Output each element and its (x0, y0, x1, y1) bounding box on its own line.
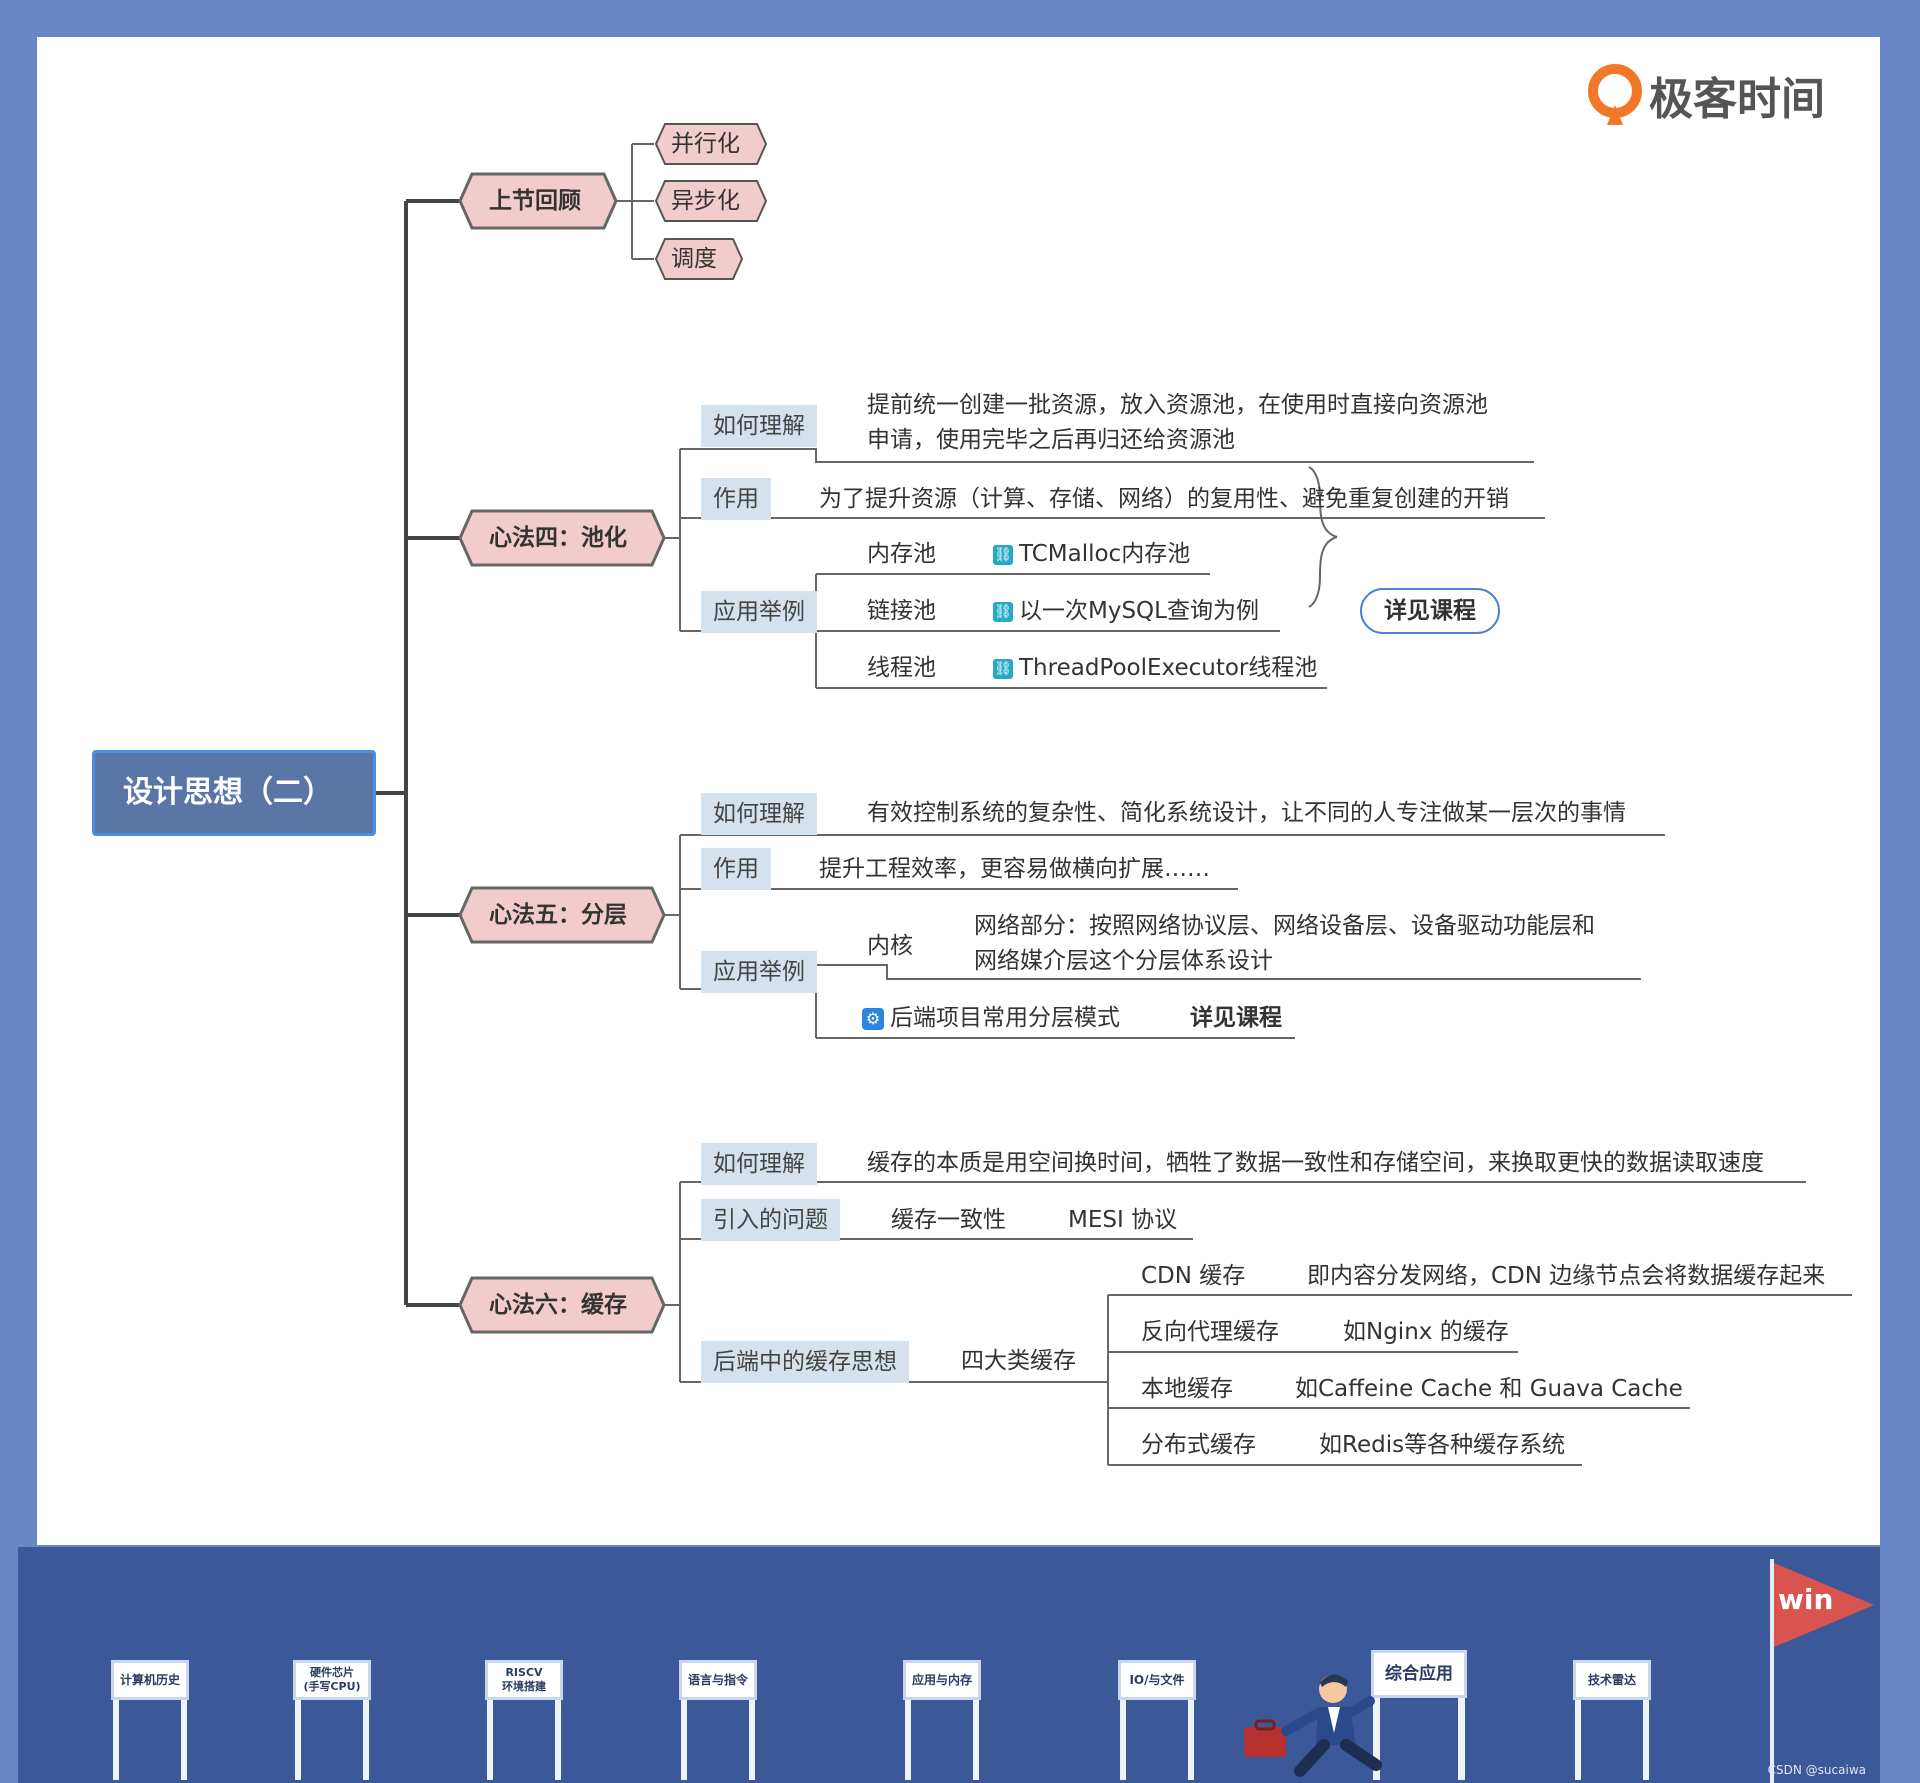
node-cache (458, 1276, 666, 1334)
pool-detail-button[interactable]: 详见课程 (1360, 588, 1500, 634)
roadmap-gate-4-label: 语言与指令 (687, 1673, 748, 1687)
layer-effect-text: 提升工程效率，更容易做横向扩展…… (819, 856, 1210, 882)
node-review-item-2-label: 异步化 (671, 188, 740, 214)
roadmap-gate-3-label: RISCV 环境搭建 (502, 1666, 546, 1693)
node-review-label: 上节回顾 (489, 188, 581, 214)
layer-understand-tag: 如何理解 (701, 793, 817, 835)
win-flag-label: win (1778, 1583, 1834, 1616)
runner-illustration (1244, 1674, 1382, 1777)
mindmap-canvas: 极客时间 (37, 37, 1880, 1545)
cache-kind-4-name: 分布式缓存 (1141, 1432, 1256, 1458)
link-icon: ⛓ (993, 544, 1013, 565)
logo: 极客时间 (1587, 59, 1857, 129)
node-pool-label: 心法四：池化 (489, 525, 627, 551)
root-node: 设计思想（二） (92, 750, 376, 836)
roadmap-band: 计算机历史 硬件芯片 (手写CPU) RISCV 环境搭建 语言与指令 应用与内… (18, 1547, 1880, 1783)
layer-effect-tag: 作用 (701, 848, 771, 890)
roadmap-gate-7-label: 综合应用 (1385, 1664, 1453, 1684)
layer-example-tag: 应用举例 (701, 951, 817, 993)
cache-kind-1-name: CDN 缓存 (1141, 1263, 1246, 1289)
pool-understand-tag: 如何理解 (701, 405, 817, 447)
logo-text: 极客时间 (1649, 74, 1825, 125)
cache-understand-text: 缓存的本质是用空间换时间，牺牲了数据一致性和存储空间，来换取更快的数据读取速度 (867, 1150, 1764, 1176)
pool-example-3-link[interactable]: ⛓ ThreadPoolExecutor线程池 (993, 654, 1317, 682)
roadmap-gate-6-label: IO/与文件 (1129, 1673, 1185, 1687)
pool-example-3-name: 线程池 (867, 655, 936, 681)
node-pool (458, 509, 666, 567)
pool-effect-tag: 作用 (701, 478, 771, 520)
roadmap-gate-5: 应用与内存 (903, 1660, 981, 1780)
link-icon: ⛓ (993, 601, 1013, 622)
roadmap-gate-8: 技术雷达 (1573, 1660, 1651, 1780)
node-layer (458, 886, 666, 944)
node-review-item-3 (654, 238, 744, 280)
connector-lines (376, 143, 1852, 1466)
cache-kind-3-desc: 如Caffeine Cache 和 Guava Cache (1295, 1376, 1683, 1402)
roadmap-gate-1: 计算机历史 (111, 1660, 189, 1780)
node-review-item-2 (654, 180, 768, 222)
cache-understand-tag: 如何理解 (701, 1143, 817, 1185)
pool-example-1-name: 内存池 (867, 541, 936, 567)
roadmap-gate-1-label: 计算机历史 (119, 1673, 180, 1687)
pool-example-2-link[interactable]: ⛓ 以一次MySQL查询为例 (993, 597, 1259, 625)
cache-kind-2-name: 反向代理缓存 (1141, 1319, 1279, 1345)
link-icon: ⛓ (993, 658, 1013, 679)
pool-example-1-link-text: TCMalloc内存池 (1019, 541, 1191, 567)
cache-backend-tag: 后端中的缓存思想 (701, 1341, 909, 1383)
pool-example-3-link-text: ThreadPoolExecutor线程池 (1019, 655, 1318, 681)
pool-example-tag: 应用举例 (701, 591, 817, 633)
cache-backend-text: 四大类缓存 (961, 1348, 1076, 1374)
layer-understand-text: 有效控制系统的复杂性、简化系统设计，让不同的人专注做某一层次的事情 (867, 800, 1626, 826)
cache-kind-2-desc: 如Nginx 的缓存 (1343, 1319, 1509, 1345)
gear-icon: ⚙ (862, 1007, 884, 1030)
cache-kind-3-name: 本地缓存 (1141, 1376, 1233, 1402)
roadmap-gate-4: 语言与指令 (679, 1660, 757, 1780)
logo-icon (1588, 64, 1642, 125)
roadmap-gate-8-label: 技术雷达 (1587, 1673, 1636, 1687)
win-flag-pole (1770, 1559, 1774, 1783)
roadmap-gate-5-label: 应用与内存 (911, 1673, 972, 1687)
cache-kind-1-desc: 即内容分发网络，CDN 边缘节点会将数据缓存起来 (1307, 1263, 1826, 1289)
win-flag (1774, 1563, 1874, 1647)
node-review (458, 172, 618, 230)
roadmap-gate-3: RISCV 环境搭建 (485, 1660, 563, 1780)
node-layer-label: 心法五：分层 (489, 902, 627, 928)
cache-problem-tag: 引入的问题 (701, 1199, 840, 1241)
pool-example-1-link[interactable]: ⛓ TCMalloc内存池 (993, 540, 1190, 568)
roadmap-gate-2: 硬件芯片 (手写CPU) (293, 1660, 371, 1780)
pool-understand-line2: 申请，使用完毕之后再归还给资源池 (867, 427, 1235, 453)
roadmap-gate-7: 综合应用 (1371, 1650, 1467, 1780)
node-review-item-1-label: 并行化 (671, 131, 740, 157)
layer-kernel-label: 内核 (867, 933, 913, 959)
pool-effect-text: 为了提升资源（计算、存储、网络）的复用性、避免重复创建的开销 (819, 486, 1509, 512)
roadmap-gate-2-label: 硬件芯片 (手写CPU) (303, 1666, 361, 1693)
node-review-item-1 (654, 123, 768, 165)
pool-example-2-name: 链接池 (867, 598, 936, 624)
node-cache-label: 心法六：缓存 (489, 1292, 627, 1318)
cache-problem-text: 缓存一致性 (891, 1207, 1006, 1233)
pool-example-2-link-text: 以一次MySQL查询为例 (1019, 598, 1259, 624)
node-review-item-3-label: 调度 (671, 246, 717, 272)
pool-understand-line1: 提前统一创建一批资源，放入资源池，在使用时直接向资源池 (867, 392, 1488, 418)
layer-kernel-line2: 网络媒介层这个分层体系设计 (974, 948, 1273, 974)
cache-problem-detail: MESI 协议 (1068, 1207, 1178, 1233)
layer-backend-label: 后端项目常用分层模式 (890, 1005, 1120, 1031)
layer-backend-text[interactable]: ⚙ 后端项目常用分层模式 (862, 1004, 1120, 1032)
layer-kernel-line1: 网络部分：按照网络协议层、网络设备层、设备驱动功能层和 (974, 913, 1595, 939)
watermark: CSDN @sucaiwa (1767, 1763, 1866, 1777)
layer-backend-detail[interactable]: 详见课程 (1190, 1005, 1282, 1031)
cache-kind-4-desc: 如Redis等各种缓存系统 (1319, 1432, 1566, 1458)
roadmap-gate-6: IO/与文件 (1118, 1660, 1196, 1780)
